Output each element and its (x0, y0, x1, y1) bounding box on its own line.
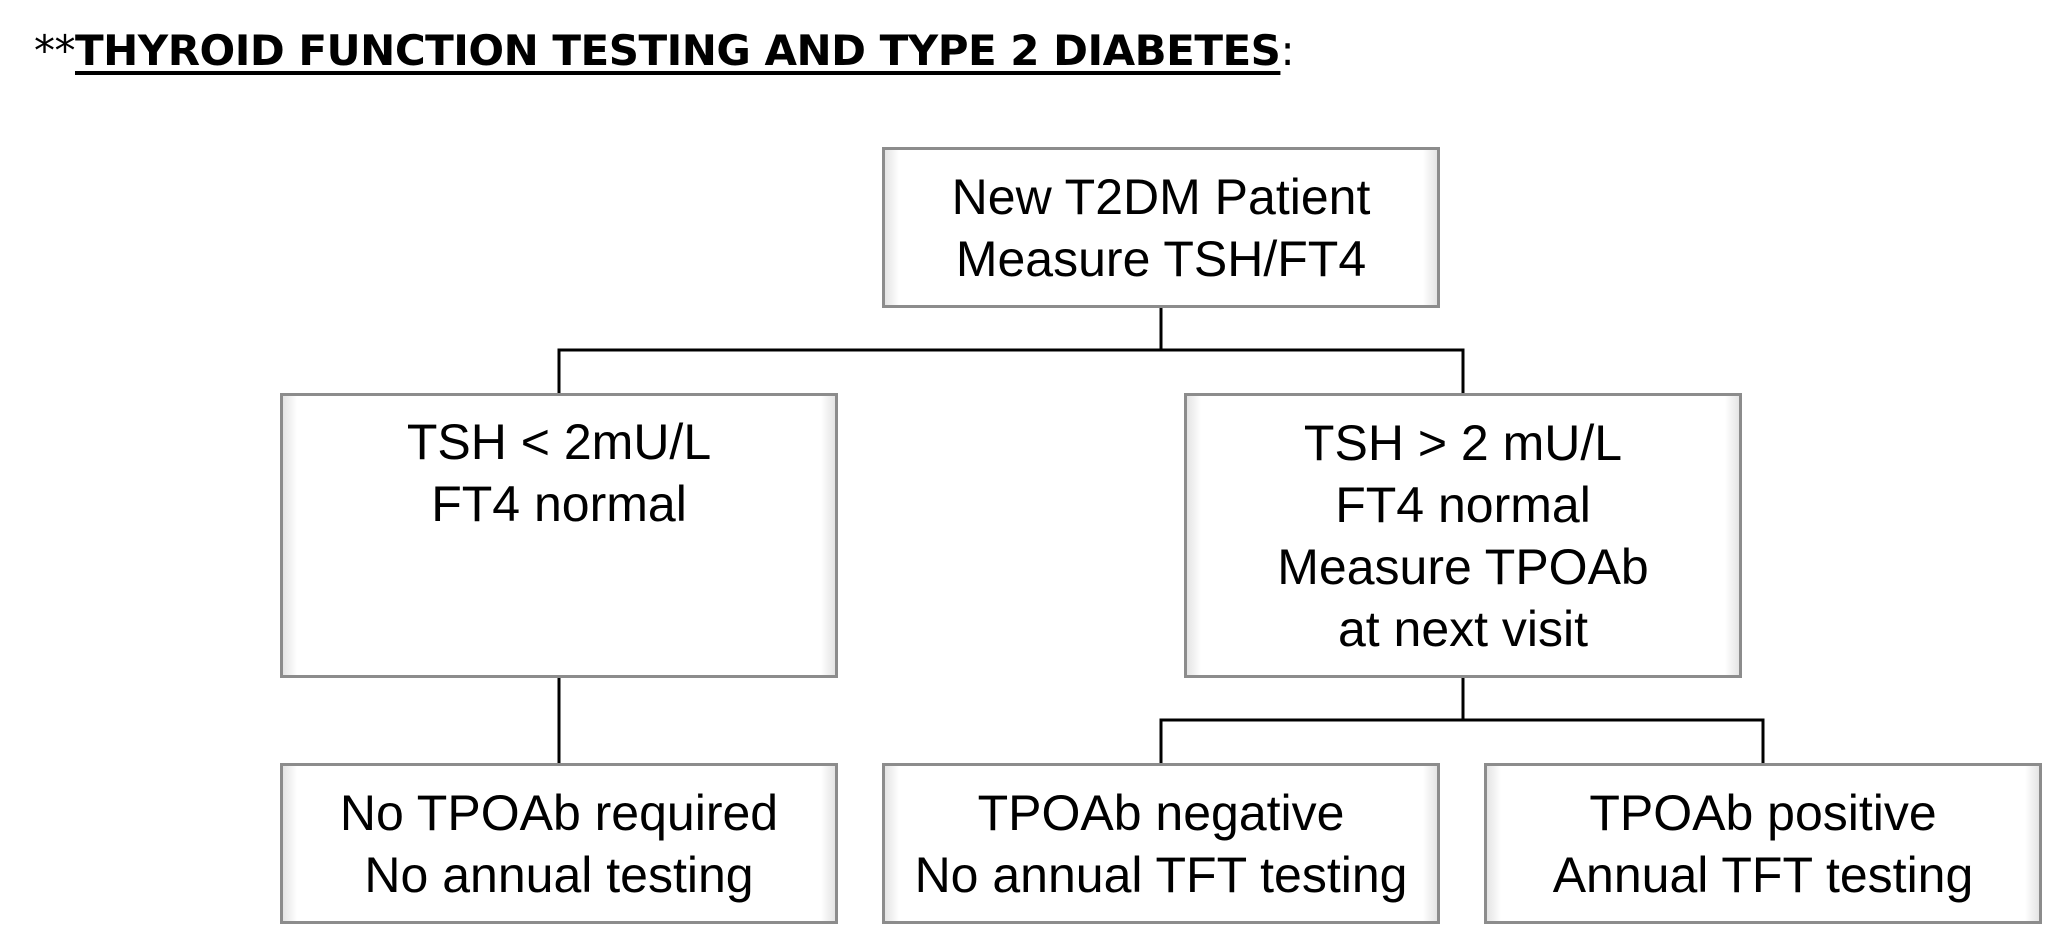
node-tsh-low-line-1: TSH < 2mU/L (406, 414, 712, 470)
node-tpoab-negative-line-2: No annual TFT testing (914, 846, 1408, 903)
title-suffix: : (1280, 26, 1295, 75)
node-tsh-high: TSH > 2 mU/L FT4 normal Measure TPOAb at… (1184, 393, 1742, 678)
node-tsh-low: TSH < 2mU/L FT4 normal (280, 393, 838, 678)
node-tsh-low-line-2: FT4 normal (431, 476, 687, 532)
node-tsh-high-line-4: at next visit (1337, 600, 1589, 657)
node-tpoab-positive-line-1: TPOAb positive (1589, 784, 1937, 841)
title-text: THYROID FUNCTION TESTING AND TYPE 2 DIAB… (75, 26, 1281, 75)
node-new-patient: New T2DM Patient Measure TSH/FT4 (882, 147, 1440, 308)
node-tpoab-positive: TPOAb positive Annual TFT testing (1484, 763, 2042, 924)
node-tpoab-negative-line-1: TPOAb negative (977, 784, 1345, 841)
title-prefix: ** (34, 26, 76, 75)
node-no-tpoab-line-1: No TPOAb required (339, 784, 779, 841)
node-tsh-high-line-2: FT4 normal (1335, 476, 1591, 533)
page-title: **THYROID FUNCTION TESTING AND TYPE 2 DI… (34, 18, 1295, 84)
node-no-tpoab-line-2: No annual testing (364, 846, 754, 903)
node-new-patient-line-1: New T2DM Patient (951, 168, 1371, 225)
node-tpoab-positive-line-2: Annual TFT testing (1552, 846, 1974, 903)
node-no-tpoab: No TPOAb required No annual testing (280, 763, 838, 924)
node-new-patient-line-2: Measure TSH/FT4 (955, 230, 1367, 287)
node-tpoab-negative: TPOAb negative No annual TFT testing (882, 763, 1440, 924)
node-tsh-high-line-1: TSH > 2 mU/L (1303, 414, 1623, 471)
node-tsh-high-line-3: Measure TPOAb (1277, 538, 1649, 595)
